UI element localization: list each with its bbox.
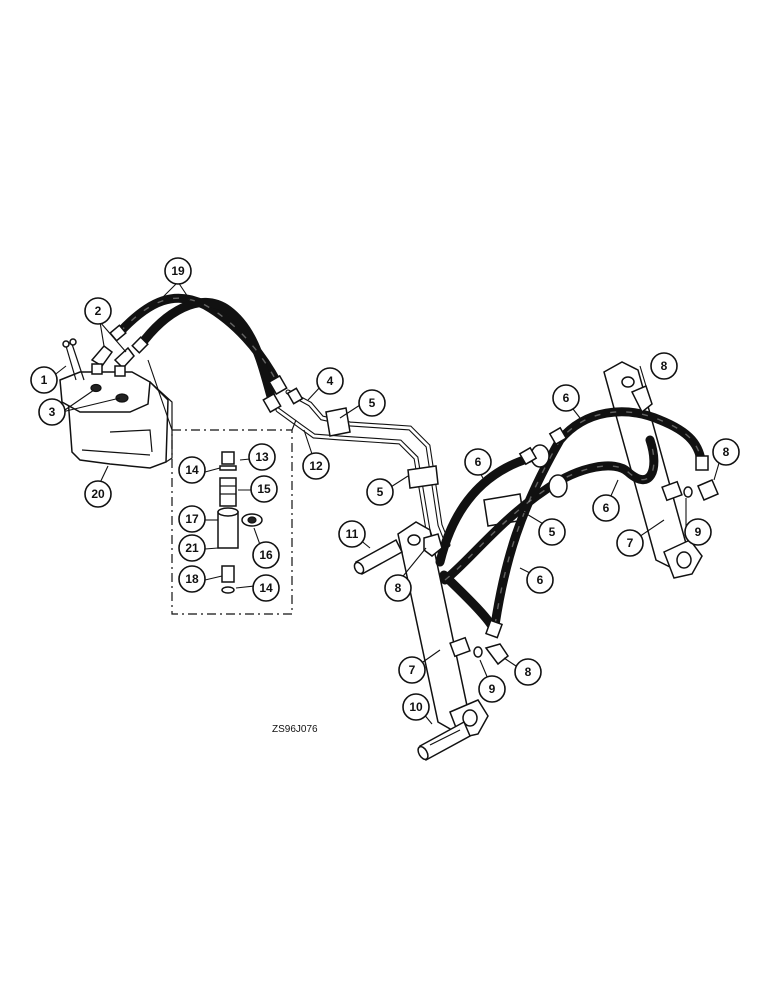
svg-text:9: 9: [489, 682, 496, 696]
svg-text:19: 19: [171, 264, 185, 278]
callout-9b: 9: [478, 675, 506, 703]
svg-text:1: 1: [41, 373, 48, 387]
callout-6c: 6: [592, 494, 620, 522]
svg-text:12: 12: [309, 459, 323, 473]
svg-text:6: 6: [563, 391, 570, 405]
svg-text:16: 16: [259, 548, 273, 562]
callout-8b: 8: [712, 438, 740, 466]
callout-14b: 14: [252, 574, 280, 602]
svg-text:9: 9: [695, 525, 702, 539]
callout-10: 10: [402, 693, 430, 721]
callout-20: 20: [84, 480, 112, 508]
svg-text:6: 6: [537, 573, 544, 587]
svg-text:5: 5: [549, 525, 556, 539]
svg-text:11: 11: [346, 527, 359, 541]
svg-text:4: 4: [327, 374, 334, 388]
svg-text:14: 14: [259, 581, 273, 595]
svg-text:8: 8: [661, 359, 668, 373]
callout-8a: 8: [650, 352, 678, 380]
callout-16: 16: [252, 541, 280, 569]
svg-text:20: 20: [91, 487, 105, 501]
cylinder-hoses: [435, 407, 709, 639]
svg-text:15: 15: [257, 482, 271, 496]
svg-text:14: 14: [185, 463, 199, 477]
callout-1: 1: [30, 366, 58, 394]
callout-5b: 5: [366, 478, 394, 506]
callout-19: 19: [164, 257, 192, 285]
svg-text:8: 8: [395, 581, 402, 595]
svg-text:13: 13: [255, 450, 269, 464]
svg-text:8: 8: [525, 665, 532, 679]
callout-3: 3: [38, 398, 66, 426]
pins: [353, 538, 471, 762]
steel-tubes: [275, 387, 525, 551]
svg-text:3: 3: [49, 405, 56, 419]
svg-text:21: 21: [185, 541, 199, 555]
svg-text:5: 5: [377, 485, 384, 499]
valve-hoses: [109, 293, 288, 414]
callout-6d: 6: [526, 566, 554, 594]
callout-5a: 5: [358, 389, 386, 417]
svg-text:17: 17: [185, 512, 199, 526]
svg-text:10: 10: [409, 700, 423, 714]
callout-17: 17: [178, 505, 206, 533]
svg-text:6: 6: [475, 455, 482, 469]
callout-8c: 8: [384, 574, 412, 602]
callout-11: 11: [338, 520, 366, 548]
callout-7a: 7: [616, 529, 644, 557]
callout-6b: 6: [464, 448, 492, 476]
valve-bracket-assembly: [59, 338, 173, 469]
figure-id: ZS96J076: [272, 724, 318, 735]
lower-cylinder: [397, 521, 489, 739]
callout-9a: 9: [684, 518, 712, 546]
cylinder-fittings: [423, 384, 719, 666]
callout-15: 15: [250, 475, 278, 503]
callout-21: 21: [178, 534, 206, 562]
svg-text:7: 7: [409, 663, 416, 677]
callout-18: 18: [178, 565, 206, 593]
callout-2: 2: [84, 297, 112, 325]
svg-text:8: 8: [723, 445, 730, 459]
svg-text:6: 6: [603, 501, 610, 515]
callout-14a: 14: [178, 456, 206, 484]
callout-7b: 7: [398, 656, 426, 684]
svg-text:7: 7: [627, 536, 634, 550]
svg-text:5: 5: [369, 396, 376, 410]
fitting-detail-inset: [147, 359, 297, 615]
callout-4: 4: [316, 367, 344, 395]
svg-text:2: 2: [95, 304, 102, 318]
callout-5c: 5: [538, 518, 566, 546]
svg-text:18: 18: [185, 572, 199, 586]
callout-13: 13: [248, 443, 276, 471]
callout-6a: 6: [552, 384, 580, 412]
callout-12: 12: [302, 452, 330, 480]
callout-8d: 8: [514, 658, 542, 686]
